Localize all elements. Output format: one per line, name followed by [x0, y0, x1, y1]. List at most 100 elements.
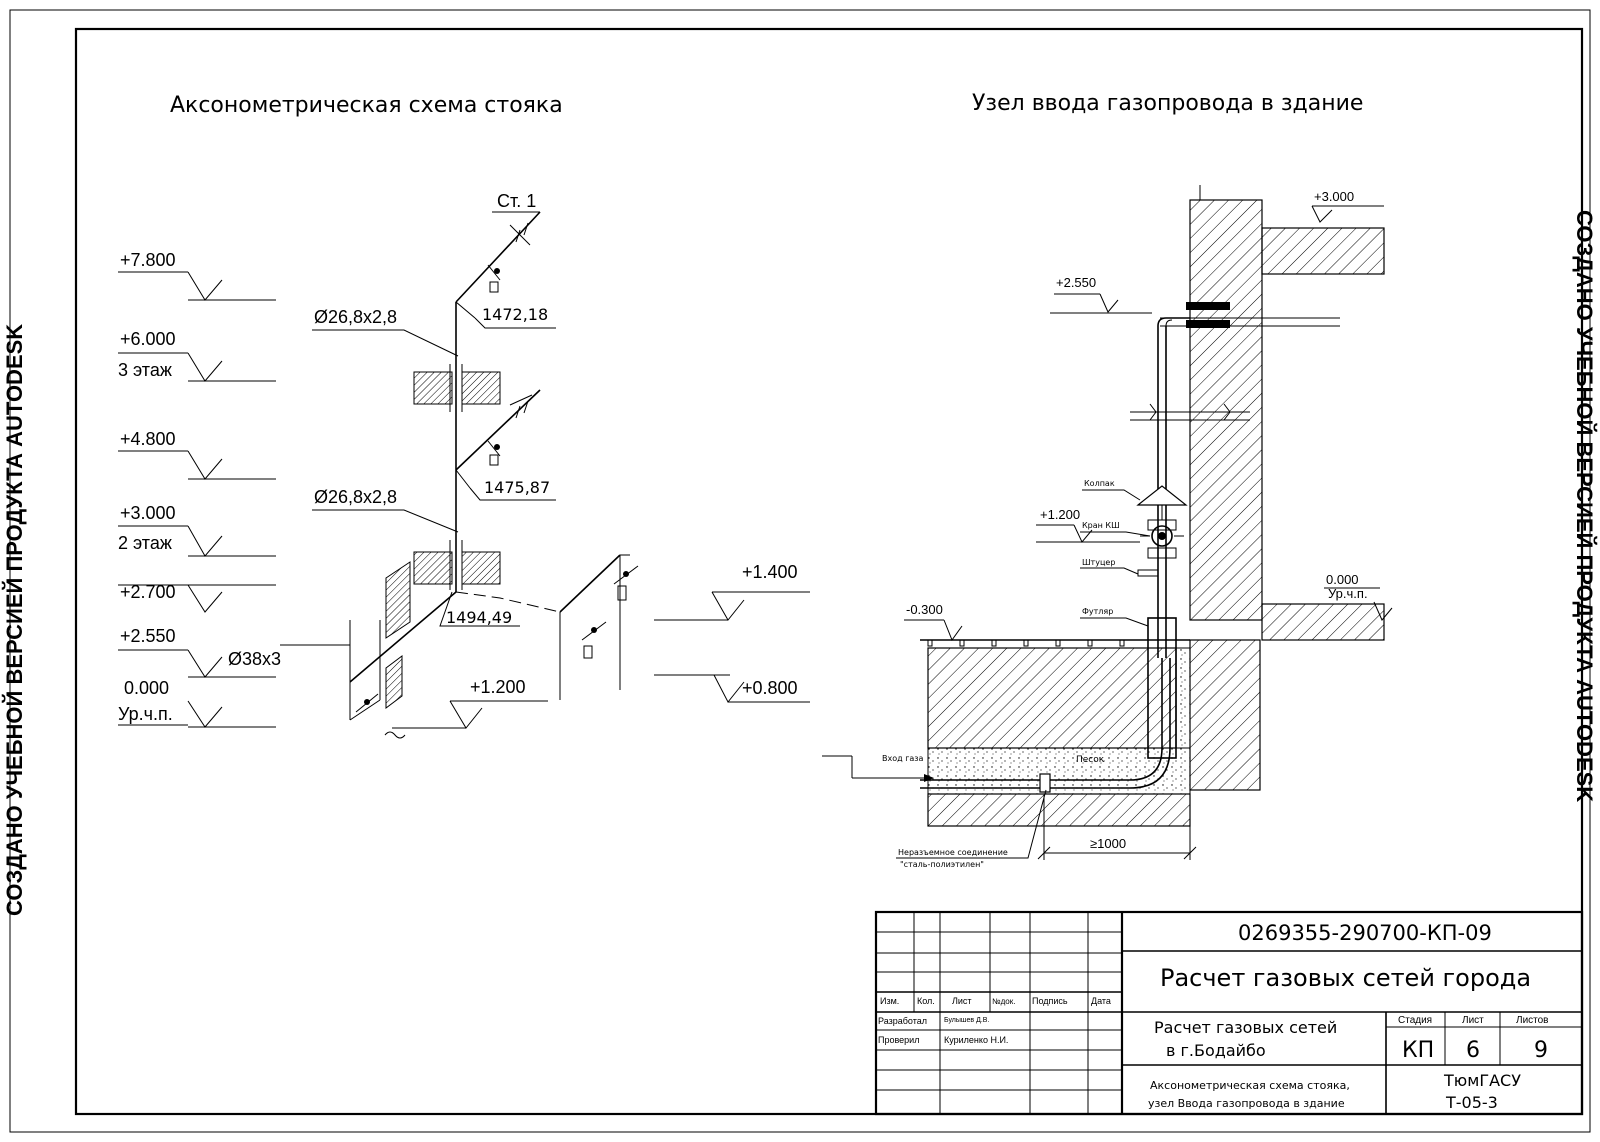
project-title: Расчет газовых сетей города [1160, 964, 1531, 992]
level-value: +1.200 [1040, 507, 1080, 522]
level-value: 0.000 [124, 678, 169, 698]
header-izm: Изм. [880, 996, 899, 1006]
right-view-title: Узел ввода газопровода в здание [972, 91, 1363, 116]
sheets-value: 9 [1534, 1038, 1548, 1063]
ground-label: Ур.ч.п. [118, 704, 173, 724]
level-value: +3.000 [1314, 189, 1354, 204]
level-value: -0.300 [906, 602, 943, 617]
pipe-label: Ø38x3 [228, 649, 281, 669]
level-value: +1.200 [470, 677, 526, 697]
dimension-label: 1494,49 [439, 591, 520, 627]
callout-joint: Неразъемное соединение "сталь-полиэтилен… [896, 789, 1047, 869]
level-mark-r-0000: 0.000 Ур.ч.п. [1324, 572, 1393, 621]
riser-pipe [280, 211, 639, 739]
organization: ТюмГАСУ [1443, 1071, 1521, 1090]
transition-joint [1039, 773, 1051, 793]
developer-role: Разработал [878, 1016, 927, 1026]
lower-slab [1261, 603, 1385, 641]
level-value: +2.700 [120, 582, 176, 602]
dimension-text: 1472,18 [482, 305, 548, 324]
title-block: Изм. Кол. Лист №док. Подпись Дата Разраб… [874, 910, 1584, 1116]
level-mark-0800: +0.800 [654, 674, 810, 703]
sheets-label: Листов [1516, 1015, 1549, 1026]
callout-gas-inlet: Вход газа [822, 754, 934, 782]
callout-text: Футляр [1082, 607, 1113, 616]
left-view-title: Аксонометрическая схема стояка [170, 93, 563, 118]
pipe-label-text: Ø26,8x2,8 [314, 487, 397, 507]
wall-sleeve [1186, 302, 1230, 310]
building-wall [1189, 199, 1263, 621]
document-code: 0269355-290700-КП-09 [1238, 921, 1492, 945]
checker-role: Проверил [878, 1035, 919, 1045]
wall-section [385, 561, 411, 639]
level-value: +4.800 [120, 429, 176, 449]
level-value: +2.550 [1056, 275, 1096, 290]
header-kol: Кол. [917, 996, 935, 1006]
ball-valve [1140, 519, 1184, 559]
level-mark-0000: 0.000 Ур.ч.п. [118, 678, 276, 728]
level-value: +3.000 [120, 503, 176, 523]
checker-name: Куриленко Н.И. [944, 1035, 1008, 1045]
sand-bed [1175, 647, 1191, 749]
callout-casing: Футляр [1080, 607, 1149, 627]
subject-line-2: в г.Бодайбо [1166, 1041, 1266, 1060]
dimension-text: 1494,49 [446, 608, 512, 627]
stage-value: КП [1402, 1038, 1434, 1063]
callout-text: Кран КШ [1082, 521, 1120, 530]
soil-block [927, 647, 1177, 749]
callout-text: Штуцер [1082, 558, 1115, 567]
level-value: +1.400 [742, 562, 798, 582]
level-value: 0.000 [1326, 572, 1359, 587]
soil-block [927, 793, 1191, 827]
dimension-text: ≥1000 [1090, 836, 1126, 851]
dimension-text: 1475,87 [484, 478, 550, 497]
floor-label: 3 этаж [118, 360, 172, 380]
level-mark-2550: +2.550 [118, 626, 276, 678]
pipe-label: Ø26,8x2,8 [312, 487, 459, 533]
upper-slab [1261, 227, 1385, 275]
cap [1136, 485, 1188, 506]
sand-bed [927, 747, 1191, 795]
ground-label: Ур.ч.п. [1328, 586, 1368, 601]
level-value: +2.550 [120, 626, 176, 646]
floor-slab [461, 371, 501, 405]
sheet-value: 6 [1466, 1038, 1480, 1063]
callout-valve: Кран КШ [1080, 521, 1151, 537]
pipe-label-text: Ø26,8x2,8 [314, 307, 397, 327]
dimension-label: 1475,87 [469, 478, 556, 501]
level-mark-7800: +7.800 [118, 250, 276, 301]
gas-inlet-node-view: Узел ввода газопровода в здание [822, 91, 1393, 869]
subject-line-1: Расчет газовых сетей [1154, 1018, 1337, 1037]
callout-text: Песок [1076, 755, 1105, 765]
stage-label: Стадия [1398, 1015, 1432, 1026]
sheet-title-1: Аксонометрическая схема стояка, [1150, 1079, 1350, 1092]
level-mark-r-0300: -0.300 [904, 602, 963, 642]
header-list: Лист [952, 996, 972, 1006]
level-mark-2700: +2.700 [118, 582, 276, 613]
callout-cap: Колпак [1082, 479, 1141, 501]
group-code: Т-05-3 [1445, 1093, 1498, 1112]
callout-text: Неразъемное соединение [898, 848, 1008, 857]
watermark-right: СОЗДАНО УЧЕБНОЙ ВЕРСИЕЙ ПРОДУКТА AUTODES… [1572, 210, 1597, 802]
sheet-title-2: узел Ввода газопровода в здание [1148, 1097, 1345, 1110]
level-mark-1200: +1.200 [392, 677, 548, 729]
floor-slab [461, 551, 501, 585]
level-mark-r-3000: +3.000 [1311, 189, 1384, 223]
pipe-label-text: Ø38x3 [228, 649, 281, 669]
level-mark-3000: +3.000 2 этаж [118, 503, 276, 557]
floor-label: 2 этаж [118, 533, 172, 553]
riser-label: Ст. 1 [497, 191, 536, 211]
level-value: +6.000 [120, 329, 176, 349]
developer-name: Булышев Д.В. [944, 1017, 989, 1024]
header-ndok: №док. [992, 997, 1015, 1006]
sheet-label: Лист [1462, 1015, 1484, 1026]
header-data: Дата [1091, 996, 1111, 1006]
callout-text: "сталь-полиэтилен" [900, 860, 984, 869]
fitting [1137, 569, 1159, 577]
header-podpis: Подпись [1032, 996, 1068, 1006]
callout-text: Колпак [1084, 479, 1115, 488]
level-mark-1400: +1.400 [654, 562, 810, 621]
dimension-1000: ≥1000 [1037, 795, 1197, 860]
wall-section [385, 655, 403, 709]
